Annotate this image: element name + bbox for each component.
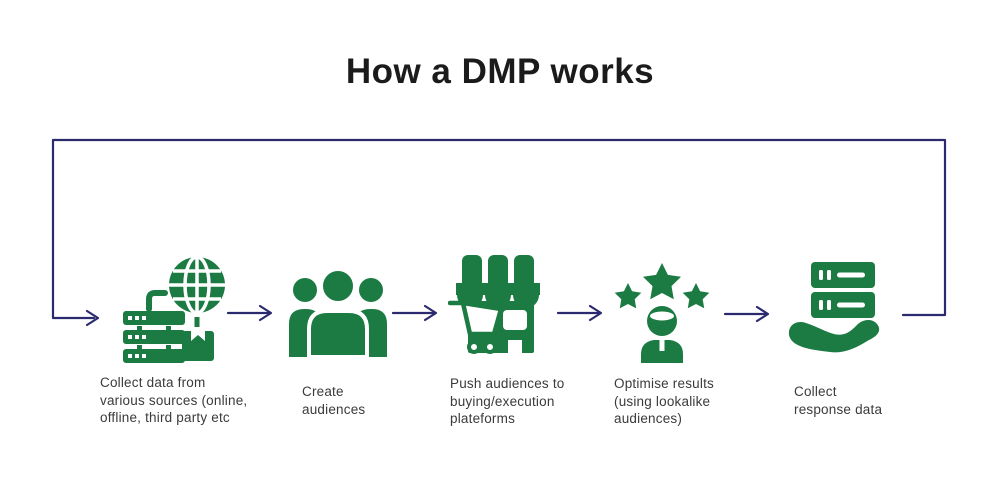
feedback-loop-arrowhead (85, 309, 100, 327)
arrow-3-head (588, 304, 603, 322)
page-title: How a DMP works (345, 52, 655, 91)
step-label: Create audiences (302, 384, 366, 417)
step-label: Collect response data (794, 384, 883, 417)
arrow-2-head (423, 304, 438, 322)
audience-group-icon (289, 267, 387, 357)
step-label: Push audiences to buying/execution plate… (450, 376, 565, 426)
step-label: Optimise results (using lookalike audien… (614, 376, 714, 426)
step-label: Collect data from various sources (onlin… (100, 375, 248, 425)
arrow-1-head (258, 304, 273, 322)
data-sources-icon (123, 255, 225, 363)
stars-person-icon (614, 263, 710, 363)
arrow-4-head (755, 305, 770, 323)
storefront-cart-icon (448, 255, 540, 354)
hand-servers-icon (788, 262, 880, 353)
